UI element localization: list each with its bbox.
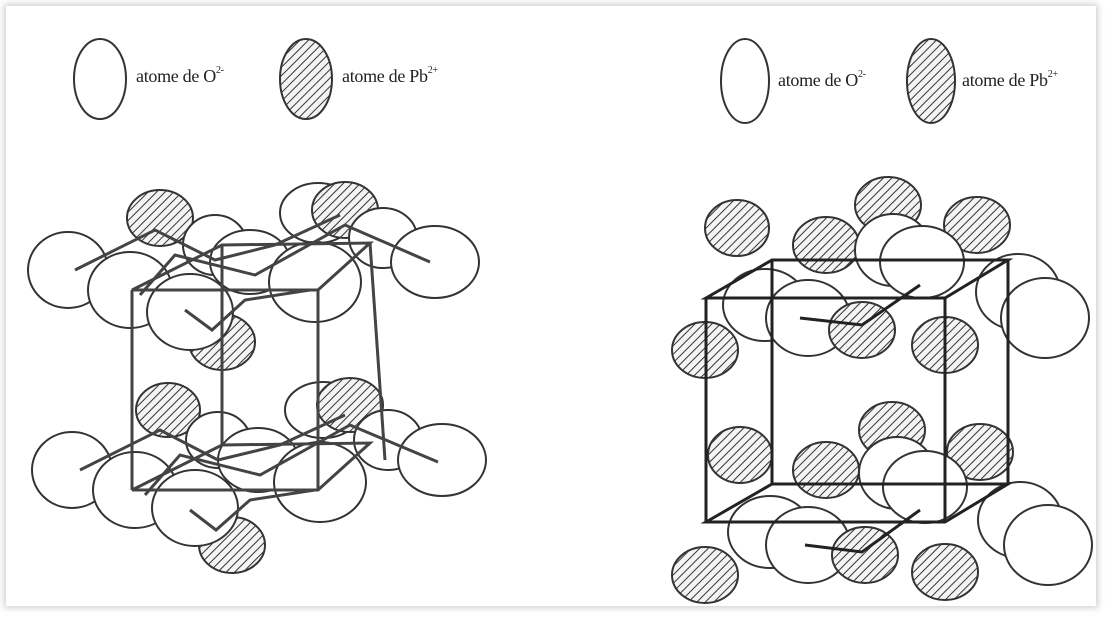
left-o-atom [151,469,239,547]
right-pb-atom [671,546,739,604]
left-o-atom [397,423,487,497]
right-o-atom [879,225,965,299]
right-o-atom [882,450,968,524]
legend-lead-label: atome de Pb2+ [342,65,438,86]
left-pb-atom [126,189,194,247]
left-pb-atom [135,382,201,438]
legend-oxygen-label: atome de O2- [136,65,224,86]
right-pb-atom [792,441,860,499]
left-unit-cell [74,213,439,532]
right-pb-atom [946,423,1014,481]
left-o-atom [273,441,367,523]
right-pb-atom [911,543,979,601]
left-o-atom [390,225,480,299]
right-pb-atom [792,216,860,274]
right-pb-atom [831,526,899,584]
legend-lead-atom-icon [279,38,333,120]
left-o-atom [268,241,362,323]
right-o-atom [1003,504,1093,586]
right-structure [671,176,1093,604]
legend-oxygen-atom-icon [73,38,127,120]
right-pb-atom [943,196,1011,254]
right-unit-cell [700,258,1014,554]
right-pb-atom [704,199,770,257]
right-pb-atom [828,301,896,359]
right-pb-atom [707,426,773,484]
legend-lead-label-right: atome de Pb2+ [962,69,1058,90]
legend-lead-atom-icon-right [906,38,956,124]
left-structure [27,181,487,574]
right-o-atom [1000,277,1090,359]
legend-oxygen-atom-icon-right [720,38,770,124]
legend-oxygen-label-right: atome de O2- [778,69,866,90]
